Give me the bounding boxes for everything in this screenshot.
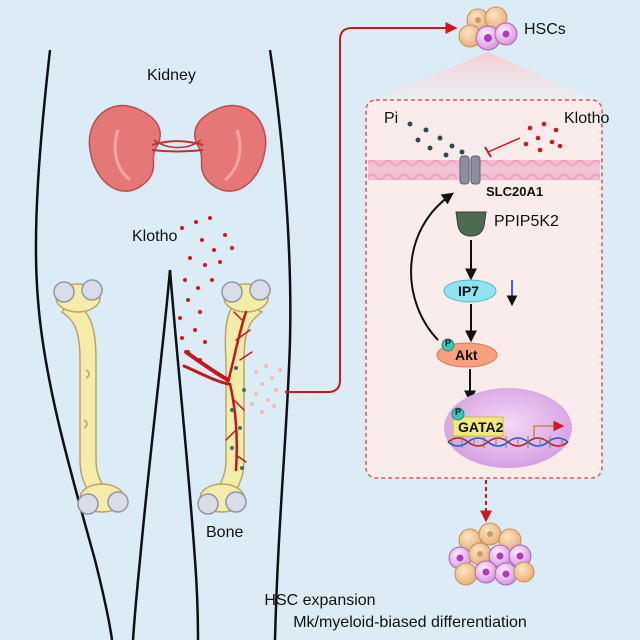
dna-helix [447,436,569,448]
gata2-label: GATA2 [458,419,504,435]
slc20a1-label: SLC20A1 [486,184,544,199]
pi-particles [407,121,465,158]
bone-to-hsc-arrow [285,22,458,393]
ppip5k2-label: PPIP5K2 [494,213,559,230]
klotho-particles-body [178,216,234,362]
zoom-cone [370,52,600,102]
hsc-cluster-top [458,6,518,51]
transcription-arrow [533,420,565,438]
hsc-cluster-expanded [448,522,535,586]
klotho-inhibition [487,137,521,153]
pi-label: Pi [384,110,399,127]
caption-line-2: Mk/myeloid-biased differentiation [293,614,527,631]
cell-membrane [367,160,601,180]
bone-marrow-cells [230,366,246,470]
p-akt-badge [441,338,455,352]
p-gata2-badge [451,407,465,421]
left-bone [53,279,129,515]
ip7-node [443,279,497,303]
bone-label: Bone [206,524,244,541]
hsc-release-particles [250,364,282,414]
klotho-particles-cell [523,121,563,153]
blood-vessels [182,310,253,472]
body-outline [34,49,292,640]
klotho-cell-label: Klotho [564,110,610,127]
akt-feedback-arrow [410,192,454,341]
klotho-body-label: Klotho [132,228,178,245]
ip7-label: IP7 [458,283,480,299]
kidney-label: Kidney [147,67,196,84]
slc20a1-transporter [459,155,481,185]
caption-line-1: HSC expansion [264,592,376,609]
gata2-box [452,416,504,437]
ppip5k2-shape [455,211,487,237]
nucleus [444,388,572,468]
hscs-label: HSCs [524,21,566,38]
p-akt-text: P [445,338,452,348]
akt-label: Akt [455,347,478,363]
kidney-illustration [88,104,267,192]
right-bone [197,279,271,515]
p-gata2-text: P [455,407,462,417]
